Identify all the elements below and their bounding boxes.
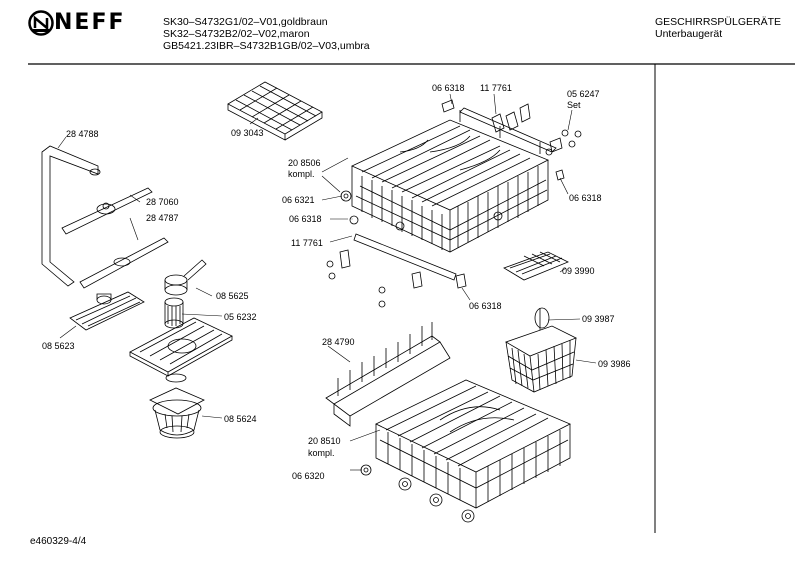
lower-basket-drawing <box>375 379 571 509</box>
part-label: kompl. <box>308 448 335 458</box>
model-line: SK30–S4732G1/02–V01,goldbraun <box>163 16 328 28</box>
part-label: 08 5625 <box>216 291 249 301</box>
part-label: 09 3043 <box>231 128 264 138</box>
small-parts-drawing <box>343 199 353 220</box>
rail-clips-drawing <box>441 99 582 181</box>
part-label: 06 6318 <box>289 214 322 224</box>
upper-basket-drawing <box>351 110 549 253</box>
part-label: 06 6318 <box>469 301 502 311</box>
part-label: 09 3990 <box>562 266 595 276</box>
part-label: 28 4790 <box>322 337 355 347</box>
category-subtitle: Unterbaugerät <box>655 28 723 40</box>
lower-basket-wheels-drawing <box>360 464 475 523</box>
logo-wordmark: NEFF <box>54 10 126 35</box>
leader-lines <box>57 93 597 471</box>
category-title: GESCHIRRSPÜLGERÄTE <box>655 16 782 28</box>
plate-rack-insert-drawing <box>325 322 451 427</box>
part-label: 28 4787 <box>146 213 179 223</box>
category-block: GESCHIRRSPÜLGERÄTE Unterbaugerät <box>655 16 781 40</box>
model-line: GB5421.23IBR–S4732B1GB/02–V03,umbra <box>163 40 370 52</box>
part-label: 20 8510 <box>308 436 341 446</box>
document-id: e460329-4/4 <box>30 536 87 547</box>
part-label: 05 6247 <box>567 89 600 99</box>
small-insert-grid-drawing <box>503 251 569 281</box>
part-label: 06 6318 <box>569 193 602 203</box>
part-label: 28 7060 <box>146 197 179 207</box>
part-label: 06 6321 <box>282 195 315 205</box>
model-list: SK30–S4732G1/02–V01,goldbraun SK32–S4732… <box>163 16 370 52</box>
part-label: 09 3986 <box>598 359 631 369</box>
lower-spray-arm-drawing <box>79 237 169 289</box>
part-label: 05 6232 <box>224 312 257 322</box>
lower-rail-drawing <box>326 233 467 308</box>
part-label: 06 6320 <box>292 471 325 481</box>
spray-pipe-drawing <box>41 145 101 287</box>
upper-spray-arm-drawing <box>61 187 153 235</box>
cutlery-basket-drawing <box>505 307 577 393</box>
part-label: 20 8506 <box>288 158 321 168</box>
part-label: 09 3987 <box>582 314 615 324</box>
neff-logo-emblem-icon <box>28 10 54 36</box>
filter-cup-drawing <box>149 373 205 439</box>
neff-logo: NEFF <box>28 10 126 36</box>
fine-filter-drawing <box>69 291 145 331</box>
part-label: 11 7761 <box>480 83 512 93</box>
micro-filter-plate-drawing <box>129 317 233 377</box>
part-label: 28 4788 <box>66 129 99 139</box>
part-label: Set <box>567 100 581 110</box>
model-line: SK32–S4732B2/02–V02,maron <box>163 28 310 40</box>
part-label: 08 5624 <box>224 414 257 424</box>
cutlery-tray-drawing <box>227 81 323 141</box>
spray-arm-nut-drawing <box>164 259 207 296</box>
part-label: kompl. <box>288 169 315 179</box>
part-label: 11 7761 <box>291 238 323 248</box>
part-label: 06 6318 <box>432 83 465 93</box>
coarse-filter-drawing <box>164 297 184 329</box>
part-label: 08 5623 <box>42 341 75 351</box>
